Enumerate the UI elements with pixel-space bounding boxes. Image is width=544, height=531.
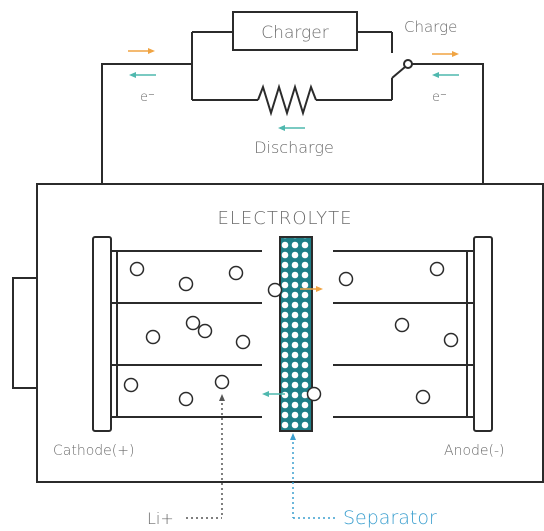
charge-arrows [128, 48, 459, 57]
discharge-ion-arrow-icon [262, 391, 285, 397]
lithium-ion [415, 389, 431, 405]
lithium-ion [228, 265, 244, 281]
cathode: Cathode(+) [53, 236, 262, 459]
lithium-ion-crossing [267, 282, 283, 298]
lithium-ion [129, 261, 145, 277]
lithium-ion [214, 374, 230, 390]
right-wire [420, 63, 484, 237]
lithium-ion [185, 315, 201, 331]
charger-box [232, 11, 358, 51]
lithium-ion [123, 377, 139, 393]
lithium-ion [338, 271, 354, 287]
separator-callout: Separator [290, 433, 437, 529]
lithium-ion [429, 261, 445, 277]
anode-label: Anode(-) [444, 443, 505, 459]
charge-ion-arrow-icon [300, 286, 323, 292]
battery-terminal [12, 277, 39, 389]
battery-case [36, 183, 544, 483]
lithium-ion [394, 317, 410, 333]
li-ion-label: Li+ [147, 509, 174, 528]
resistor-icon [257, 83, 317, 117]
electrolyte-label: ELECTROLYTE [217, 208, 352, 229]
discharge-arrows [129, 72, 459, 131]
discharge-arrow-left-icon [129, 72, 156, 78]
external-circuit [101, 31, 484, 237]
separator-pores [281, 238, 311, 430]
charge-arrow-left-icon [128, 48, 155, 54]
switch-contact-icon [403, 59, 413, 69]
lithium-ion [197, 323, 213, 339]
discharge-arrow-right-icon [432, 72, 459, 78]
anode-layer [466, 364, 475, 418]
left-wire [101, 63, 192, 237]
lithium-ion-crossing [306, 386, 322, 402]
lithium-ion [145, 329, 161, 345]
switch-blade [391, 66, 406, 79]
li-ion-callout: Li+ [147, 394, 225, 528]
charge-label: Charge [404, 18, 457, 36]
separator-label: Separator [343, 507, 437, 529]
lithium-ion [443, 332, 459, 348]
cathode-plate [92, 236, 112, 432]
anode: Anode(-) [333, 236, 505, 459]
lithium-ion [178, 276, 194, 292]
cathode-label: Cathode(+) [53, 443, 134, 459]
lithium-ion [235, 334, 251, 350]
anode-plate [473, 236, 493, 432]
anode-layer [466, 250, 475, 304]
anode-layer [466, 302, 475, 366]
electron-label-left: e⁻ [140, 90, 155, 105]
discharge-arrow-center-icon [278, 125, 305, 131]
charger-label: Charger [261, 23, 328, 43]
charge-arrow-right-icon [432, 51, 459, 57]
lithium-ion [178, 391, 194, 407]
electron-label-right: e⁻ [432, 90, 447, 105]
discharge-label: Discharge [254, 138, 334, 157]
